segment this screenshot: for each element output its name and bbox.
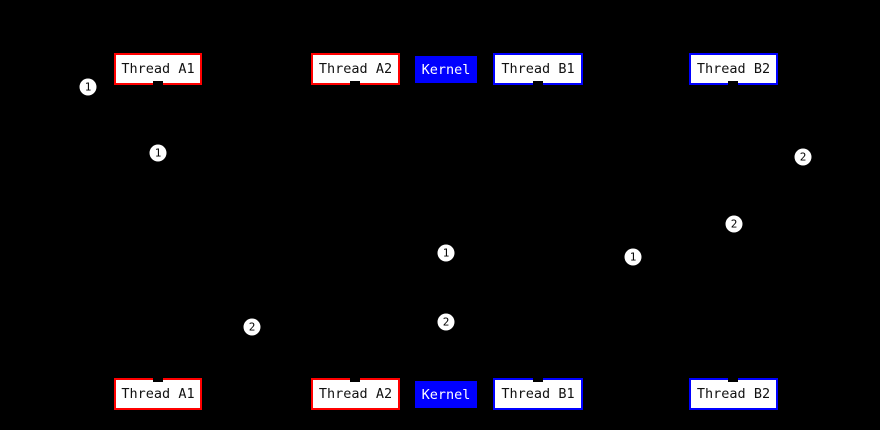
lifeline-stub <box>153 81 163 87</box>
sequence-number-badge: 2 <box>437 313 455 331</box>
participant-box-thread-a1-top: Thread A1 <box>114 53 202 85</box>
participant-box-thread-a1-bottom: Thread A1 <box>114 378 202 410</box>
sequence-number-badge: 1 <box>624 248 642 266</box>
sequence-number-badge: 2 <box>243 318 261 336</box>
participant-box-kernel-bottom: Kernel <box>415 381 477 408</box>
lifeline-stub <box>533 81 543 87</box>
sequence-number-badge: 1 <box>149 144 167 162</box>
sequence-number-badge: 1 <box>437 244 455 262</box>
participant-box-thread-b1-bottom: Thread B1 <box>493 378 583 410</box>
participant-label: Thread A1 <box>121 61 195 77</box>
lifeline-stub <box>728 376 738 382</box>
participant-label: Thread A2 <box>318 61 393 77</box>
participant-label: Thread B2 <box>696 61 771 77</box>
participant-box-thread-a2-bottom: Thread A2 <box>311 378 400 410</box>
participant-box-thread-b1-top: Thread B1 <box>493 53 583 85</box>
sequence-number-badge: 1 <box>79 78 97 96</box>
participant-label: Thread A1 <box>121 386 195 402</box>
lifeline-stub <box>153 376 163 382</box>
participant-box-kernel-top: Kernel <box>415 56 477 83</box>
participant-label: Kernel <box>421 386 471 403</box>
lifeline-stub <box>533 376 543 382</box>
lifeline-stub <box>728 81 738 87</box>
participant-label: Kernel <box>421 61 471 78</box>
lifeline-stub <box>350 81 360 87</box>
participant-label: Thread B2 <box>696 386 771 402</box>
participant-label: Thread B1 <box>501 386 575 402</box>
sequence-number-badge: 2 <box>794 148 812 166</box>
sequence-number-badge: 2 <box>725 215 743 233</box>
participant-box-thread-b2-bottom: Thread B2 <box>689 378 778 410</box>
participant-label: Thread B1 <box>501 61 575 77</box>
lifeline-stub <box>350 376 360 382</box>
participant-label: Thread A2 <box>318 386 393 402</box>
